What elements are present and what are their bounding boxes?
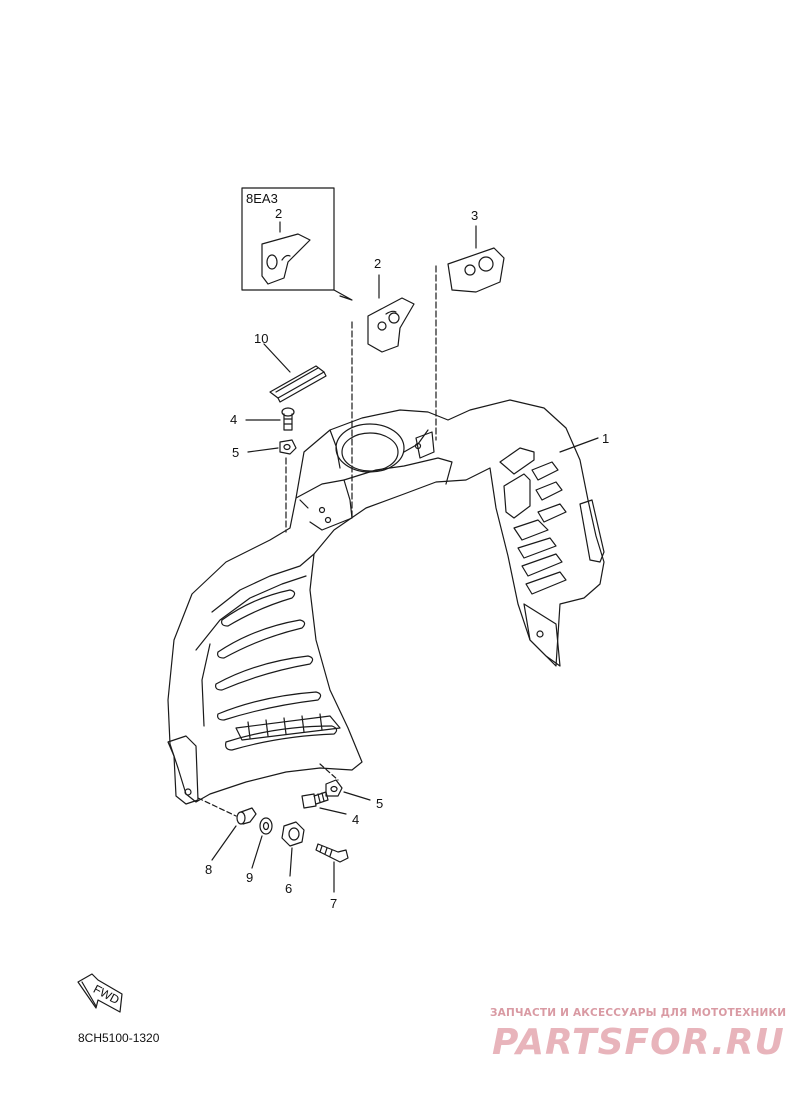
variant-code-label: 8EA3 [246, 191, 278, 206]
part-8-collar [197, 797, 257, 861]
callout-4-top: 4 [230, 412, 237, 427]
part-2-bracket [351, 274, 415, 521]
part-1-leg-shield [167, 399, 605, 805]
part-6-grommet [281, 821, 305, 877]
callout-labels: 8EA3 2 2 3 10 4 5 1 5 4 8 9 6 7 [205, 191, 609, 911]
callout-2: 2 [374, 256, 381, 271]
callout-3: 3 [471, 208, 478, 223]
callout-5-bottom: 5 [376, 796, 383, 811]
callout-10: 10 [254, 331, 268, 346]
fwd-arrow-icon [77, 973, 123, 1013]
part-1-leader [559, 437, 599, 453]
fwd-label: FWD [91, 982, 122, 1007]
variant-inset-box [241, 187, 353, 301]
callout-5-top: 5 [232, 445, 239, 460]
callout-9: 9 [246, 870, 253, 885]
part-7-bolt [315, 843, 349, 893]
part-5-nut-bottom [325, 779, 371, 801]
callout-1: 1 [602, 431, 609, 446]
callout-6: 6 [285, 881, 292, 896]
part-9-washer [251, 817, 273, 869]
callout-2-inset: 2 [275, 206, 282, 221]
part-4-screw-top [245, 407, 295, 431]
part-10-rubber-strip [263, 343, 327, 403]
watermark-logo: PARTSFOR.RU [492, 1022, 785, 1063]
part-4-screw-bottom [301, 763, 347, 815]
callout-7: 7 [330, 896, 337, 911]
part-3-bracket [435, 225, 505, 441]
drawing-code: 8CH5100-1320 [78, 1031, 160, 1045]
watermark-tagline: ЗАПЧАСТИ И АКСЕССУАРЫ ДЛЯ МОТОТЕХНИКИ [490, 1007, 787, 1019]
part-5-nut-top [247, 439, 297, 533]
callout-8: 8 [205, 862, 212, 877]
callout-4-bottom: 4 [352, 812, 359, 827]
